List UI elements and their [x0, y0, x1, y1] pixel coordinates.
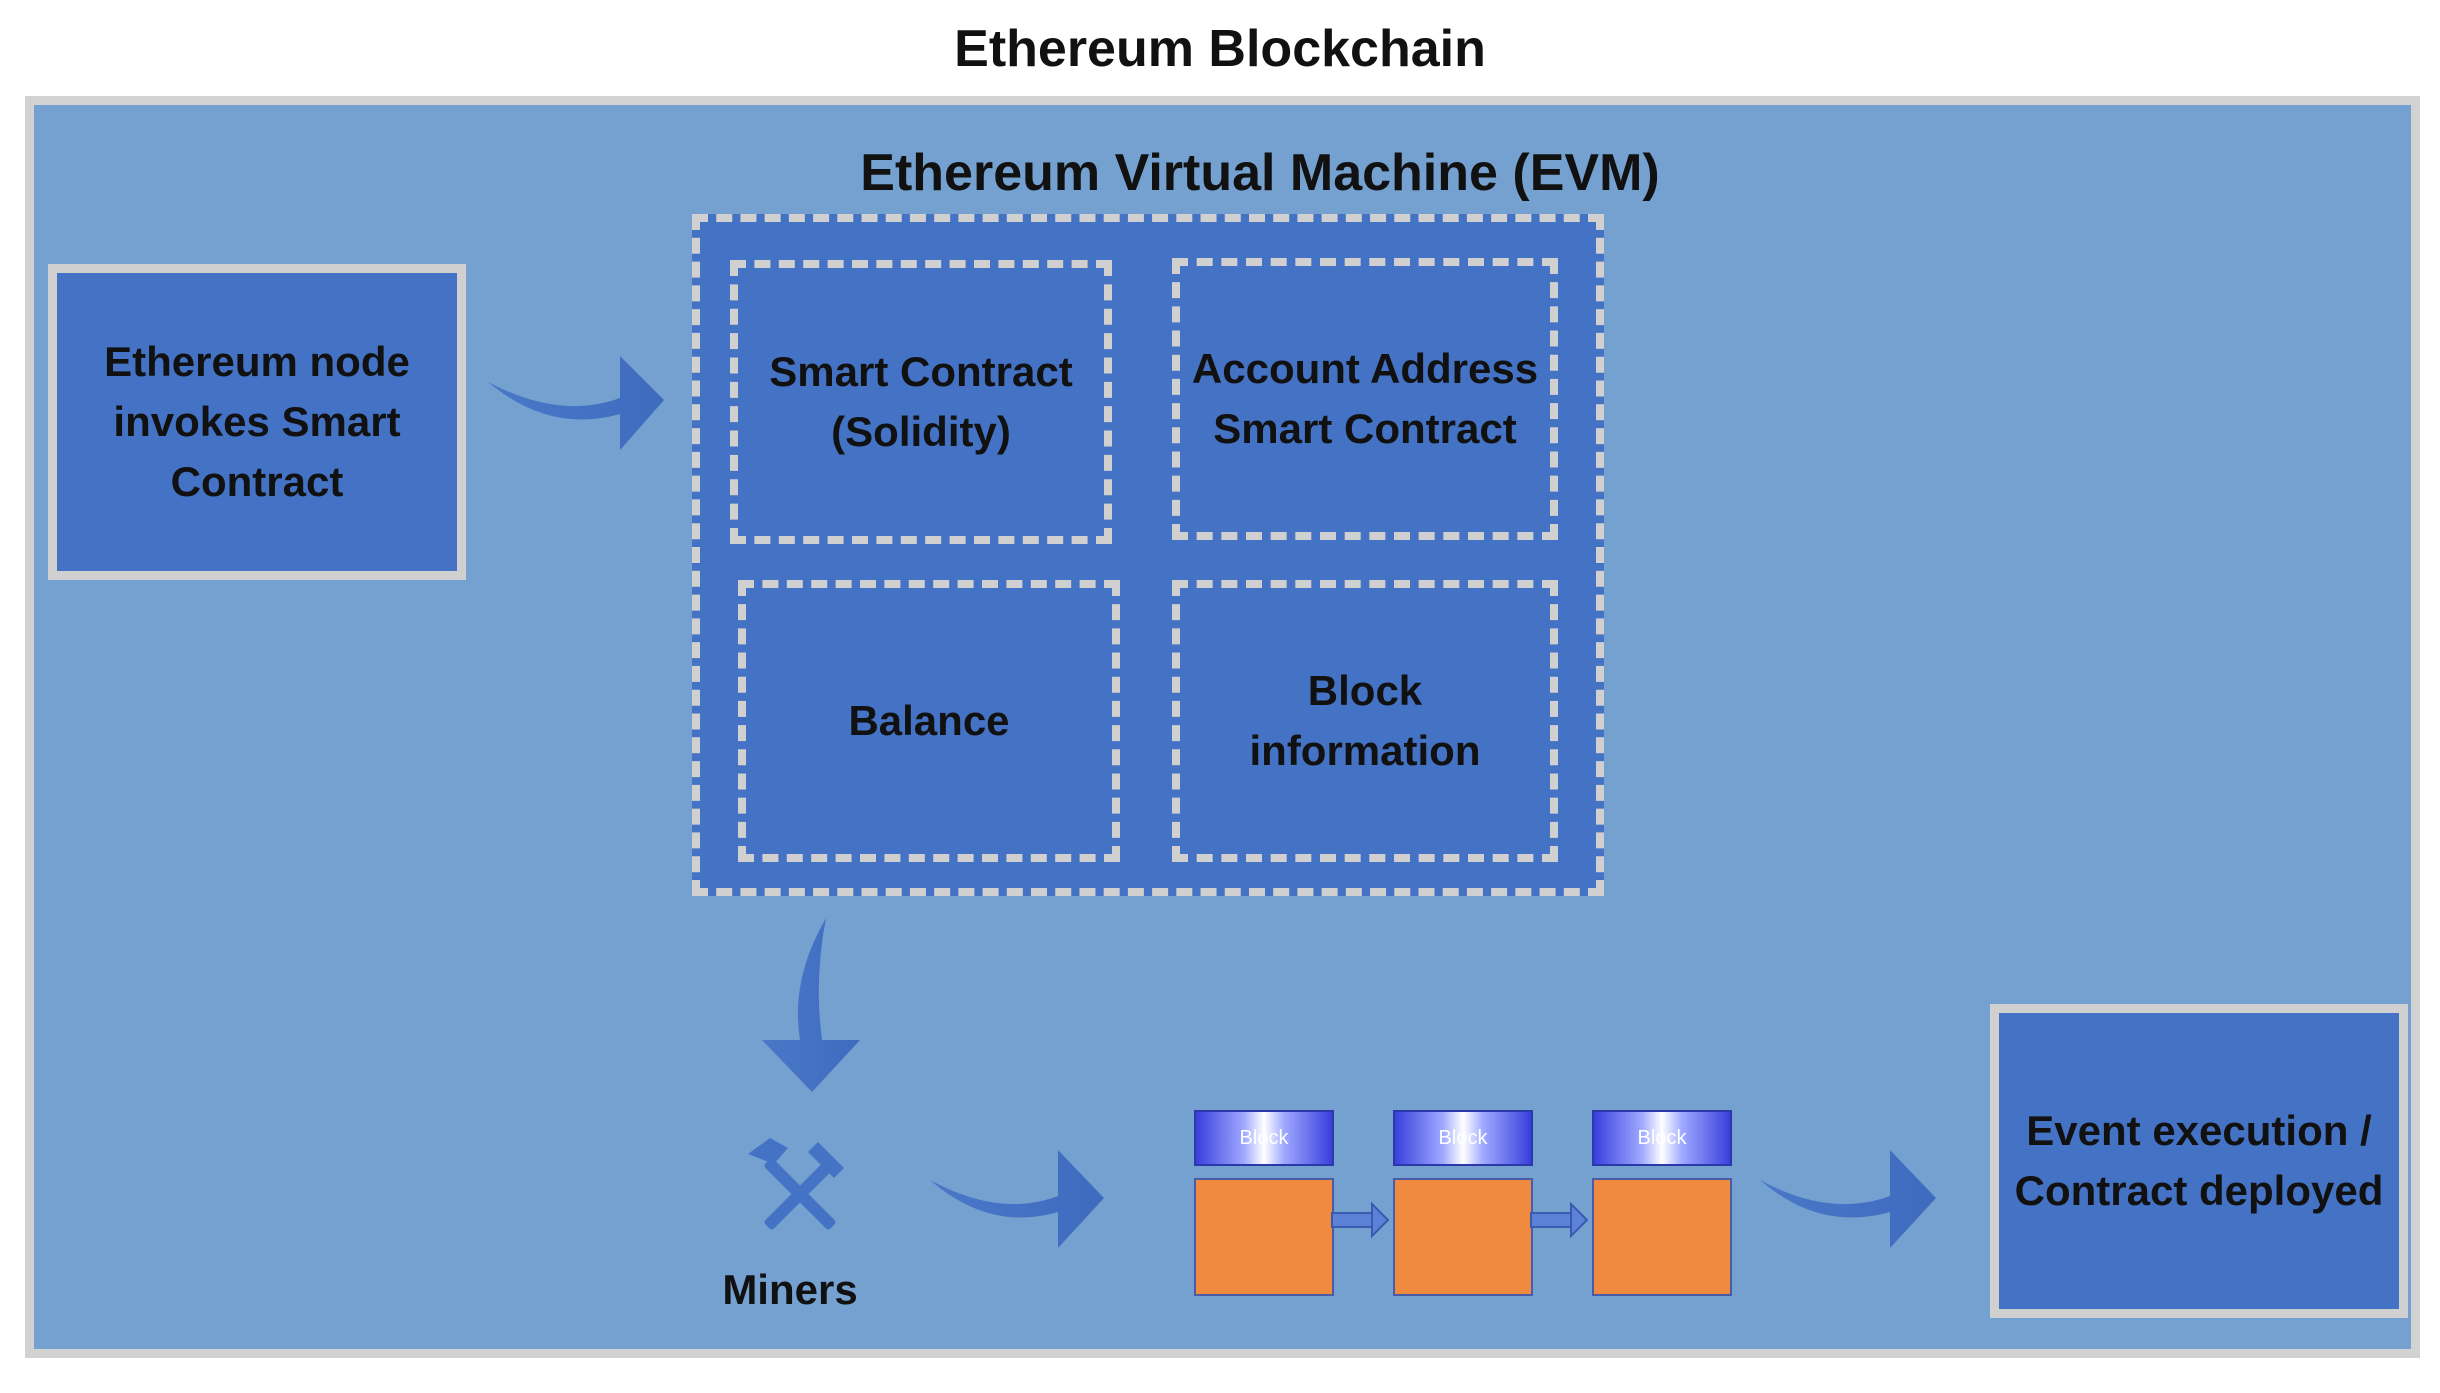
block-connector-1	[1331, 1201, 1390, 1239]
cell-1-line-1: Smart Contract	[769, 348, 1073, 395]
block-1-body	[1194, 1178, 1334, 1296]
result-line-2: Contract deployed	[2014, 1167, 2384, 1214]
evm-cell-block-information: Block information	[1172, 580, 1558, 862]
node-line-2: invokes Smart	[113, 398, 401, 445]
cell-2-line-2: Smart Contract	[1213, 405, 1517, 452]
cell-4-line-1: Block	[1307, 667, 1423, 714]
node-box: Ethereum node invokes Smart Contract	[48, 264, 466, 580]
arrow-miners-to-blocks	[930, 1150, 1104, 1248]
evm-cell-balance: Balance	[738, 580, 1120, 862]
node-line-1: Ethereum node	[104, 338, 410, 385]
block-2: Block	[1393, 1110, 1533, 1296]
block-connector-2	[1530, 1201, 1589, 1239]
cell-2-line-1: Account Address	[1191, 345, 1539, 392]
result-box: Event execution / Contract deployed	[1990, 1004, 2408, 1318]
cell-4-line-2: information	[1249, 727, 1481, 774]
block-3-body	[1592, 1178, 1732, 1296]
node-line-3: Contract	[170, 458, 344, 505]
arrow-blocks-to-result	[1760, 1150, 1936, 1248]
hammer-pick-icon	[748, 1138, 844, 1230]
arrow-evm-to-miners	[762, 918, 860, 1092]
evm-cell-account-address: Account Address Smart Contract	[1172, 258, 1558, 540]
cell-1-line-2: (Solidity)	[831, 408, 1011, 455]
miners-label: Miners	[722, 1266, 858, 1313]
arrow-node-to-evm	[488, 356, 664, 450]
result-line-1: Event execution /	[2026, 1107, 2372, 1154]
block-1: Block	[1194, 1110, 1334, 1296]
cell-3-line-1: Balance	[848, 697, 1010, 744]
evm-cell-smart-contract: Smart Contract (Solidity)	[730, 260, 1112, 544]
evm-title: Ethereum Virtual Machine (EVM)	[860, 144, 1660, 202]
block-3-header: Block	[1592, 1110, 1732, 1166]
diagram-title: Ethereum Blockchain	[954, 20, 1486, 78]
block-2-header: Block	[1393, 1110, 1533, 1166]
block-2-body	[1393, 1178, 1533, 1296]
block-3: Block	[1592, 1110, 1732, 1296]
block-1-header: Block	[1194, 1110, 1334, 1166]
